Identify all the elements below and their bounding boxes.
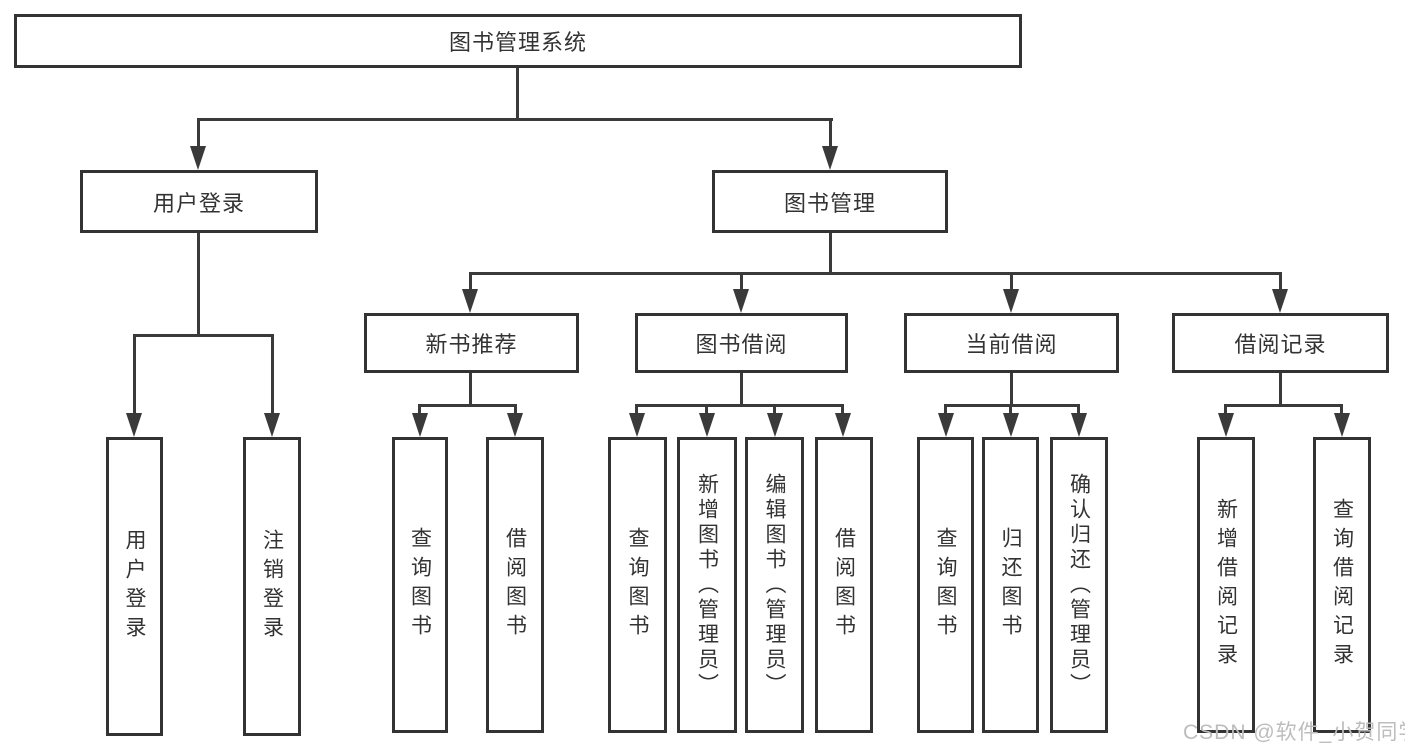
connector-bb-bus — [635, 404, 844, 407]
leaf-bb-add-label: 新增图书（管理员） — [695, 472, 719, 698]
leaf-bb-add: 新增图书（管理员） — [677, 437, 737, 733]
connector-user-login-stub — [197, 118, 200, 150]
leaf-cb-confirm: 确认归还（管理员） — [1050, 437, 1108, 733]
arrowhead-bb-edit — [767, 413, 783, 437]
leaf-nbr-query-label: 查询图书 — [408, 527, 432, 643]
node-book-mgmt-label: 图书管理 — [783, 190, 876, 216]
connector-book-mgmt-drop — [829, 233, 832, 275]
arrowhead-ul-login — [126, 413, 142, 437]
connector-br-bus — [1224, 404, 1343, 407]
leaf-br-query: 查询借阅记录 — [1313, 437, 1371, 733]
connector-bb-borrow-stub — [841, 404, 844, 417]
connector-new-book-rec-stub — [469, 272, 472, 293]
connector-br-add-stub — [1224, 404, 1227, 417]
arrowhead-cb-query — [938, 413, 954, 437]
leaf-ul-login-label: 用户登录 — [123, 528, 146, 645]
connector-root-drop — [516, 68, 519, 121]
leaf-nbr-borrow-label: 借阅图书 — [503, 527, 527, 643]
connector-cb-drop — [1010, 373, 1013, 407]
leaf-bb-borrow: 借阅图书 — [815, 437, 873, 733]
node-user-login-label: 用户登录 — [152, 190, 245, 216]
connector-cb-bus — [944, 404, 1080, 407]
leaf-ul-logout-label: 注销登录 — [260, 528, 284, 645]
leaf-cb-query: 查询图书 — [917, 437, 974, 733]
leaf-ul-login: 用户登录 — [106, 437, 163, 736]
connector-nbr-bus — [418, 404, 517, 407]
arrowhead-book-borrow — [733, 289, 749, 313]
arrowhead-nbr-borrow — [507, 413, 523, 437]
arrowhead-cb-return — [1003, 413, 1019, 437]
arrowhead-book-mgmt — [822, 146, 838, 170]
connector-cb-query-stub — [944, 404, 947, 417]
leaf-br-query-label: 查询借阅记录 — [1330, 498, 1354, 672]
node-user-login: 用户登录 — [80, 170, 318, 233]
arrowhead-current-borrow — [1003, 289, 1019, 313]
node-book-borrow: 图书借阅 — [635, 313, 848, 373]
arrowhead-borrow-record — [1272, 289, 1288, 313]
leaf-ul-logout: 注销登录 — [243, 437, 301, 736]
arrowhead-bb-query — [629, 413, 645, 437]
connector-br-query-stub — [1340, 404, 1343, 417]
node-book-borrow-label: 图书借阅 — [695, 332, 788, 357]
leaf-bb-edit-label: 编辑图书（管理员） — [763, 472, 786, 698]
connector-bb-edit-stub — [773, 404, 776, 417]
arrowhead-user-login — [190, 146, 206, 170]
leaf-bb-query: 查询图书 — [608, 437, 667, 733]
connector-nbr-borrow-stub — [514, 404, 517, 417]
connector-cb-return-stub — [1009, 404, 1012, 417]
arrowhead-br-query — [1334, 413, 1350, 437]
connector-book-mgmt-stub — [829, 118, 832, 150]
connector-book-borrow-stub — [740, 272, 743, 293]
leaf-cb-return: 归还图书 — [982, 437, 1039, 733]
arrowhead-new-book-rec — [462, 289, 478, 313]
connector-level3-bus — [469, 272, 1282, 275]
leaf-nbr-borrow: 借阅图书 — [486, 437, 544, 733]
connector-br-drop — [1279, 373, 1282, 407]
node-borrow-record: 借阅记录 — [1172, 313, 1389, 373]
arrowhead-ul-logout — [264, 413, 280, 437]
watermark-text: CSDN @软件_小贺同学 — [1183, 721, 1405, 744]
leaf-cb-query-label: 查询图书 — [934, 527, 957, 643]
connector-user-login-drop — [197, 233, 200, 337]
node-root: 图书管理系统 — [14, 14, 1022, 68]
leaf-cb-confirm-label: 确认归还（管理员） — [1067, 472, 1091, 698]
node-root-label: 图书管理系统 — [448, 30, 587, 55]
leaf-br-add-label: 新增借阅记录 — [1214, 498, 1238, 672]
leaf-cb-return-label: 归还图书 — [999, 527, 1022, 643]
node-current-borrow-label: 当前借阅 — [965, 332, 1058, 357]
connector-bb-drop — [740, 373, 743, 407]
arrowhead-cb-confirm — [1071, 413, 1087, 437]
connector-nbr-drop — [469, 373, 472, 407]
node-borrow-record-label: 借阅记录 — [1234, 332, 1327, 357]
connector-ul-login-stub — [133, 334, 136, 417]
node-new-book-rec-label: 新书推荐 — [425, 332, 518, 357]
leaf-bb-edit: 编辑图书（管理员） — [745, 437, 804, 733]
arrowhead-nbr-query — [412, 413, 428, 437]
connector-user-login-bus — [133, 334, 274, 337]
connector-bb-query-stub — [635, 404, 638, 417]
connector-ul-logout-stub — [271, 334, 274, 417]
node-new-book-rec: 新书推荐 — [364, 313, 579, 373]
arrowhead-bb-add — [699, 413, 715, 437]
arrowhead-br-add — [1218, 413, 1234, 437]
connector-cb-confirm-stub — [1077, 404, 1080, 417]
node-current-borrow: 当前借阅 — [904, 313, 1119, 373]
connector-current-borrow-stub — [1010, 272, 1013, 293]
connector-bb-add-stub — [705, 404, 708, 417]
leaf-br-add: 新增借阅记录 — [1197, 437, 1255, 733]
leaf-bb-borrow-label: 借阅图书 — [832, 527, 856, 643]
connector-borrow-record-stub — [1279, 272, 1282, 293]
node-book-mgmt: 图书管理 — [712, 170, 948, 233]
connector-nbr-query-stub — [418, 404, 421, 417]
arrowhead-bb-borrow — [835, 413, 851, 437]
connector-level2-bus — [197, 118, 833, 121]
leaf-bb-query-label: 查询图书 — [626, 527, 649, 643]
leaf-nbr-query: 查询图书 — [392, 437, 448, 733]
